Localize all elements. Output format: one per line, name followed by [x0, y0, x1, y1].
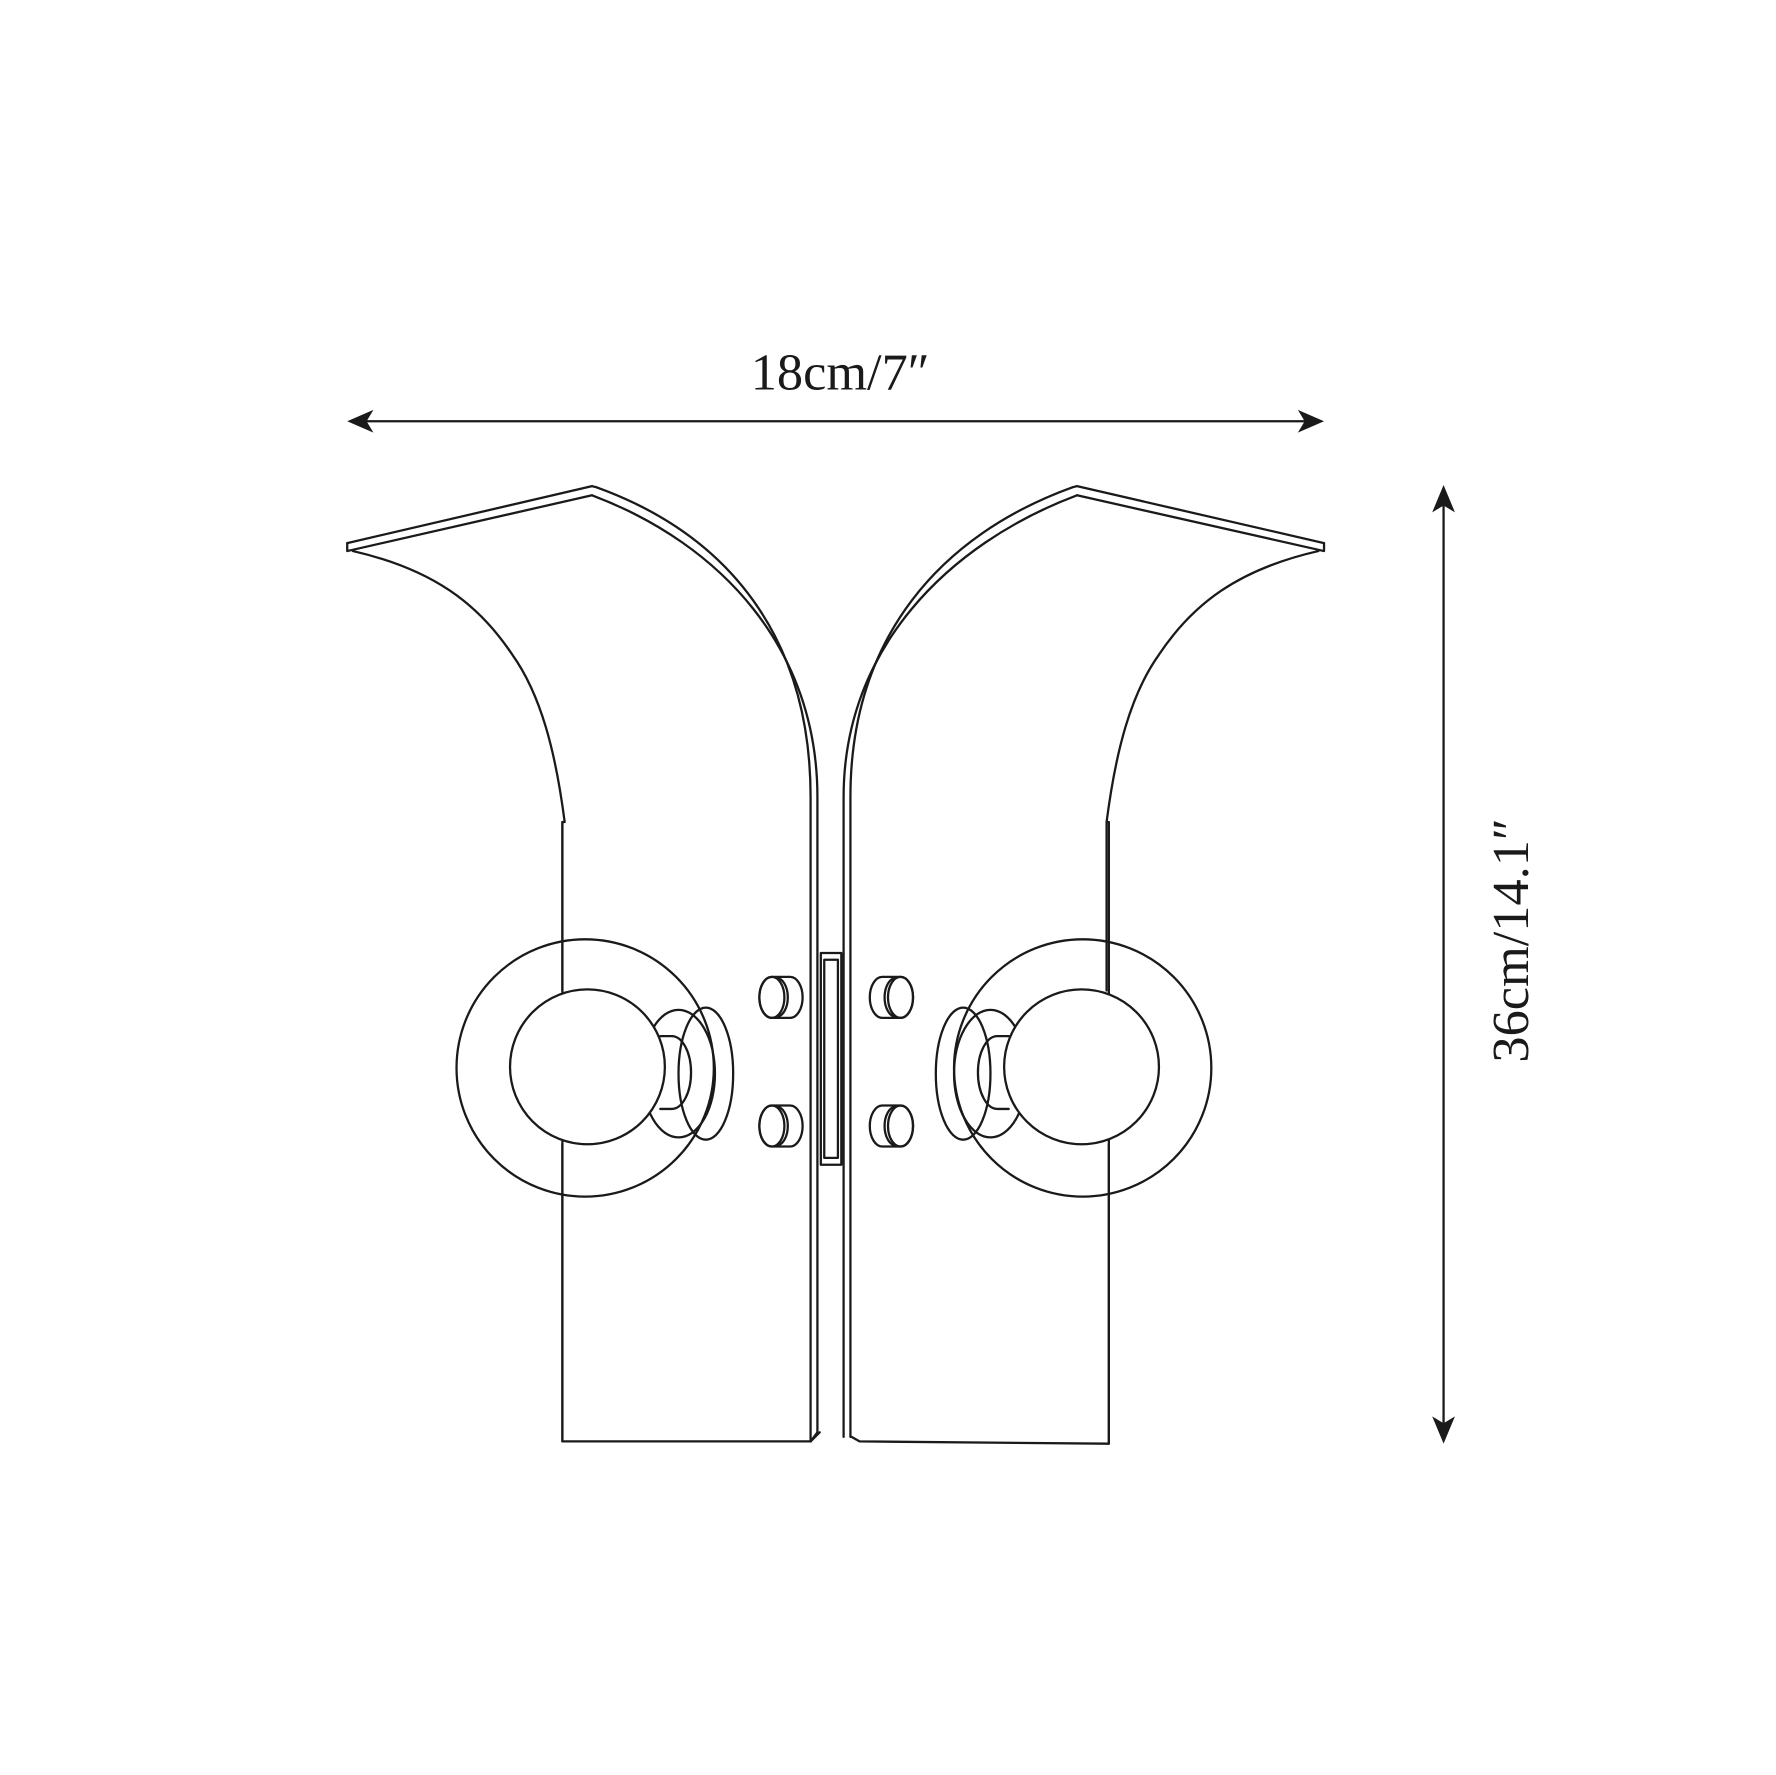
bolt-icon — [758, 1104, 804, 1148]
width-dimension: 18cm/7″ — [347, 343, 1325, 433]
left-bulb-globe — [508, 988, 666, 1146]
mounting-bolts — [758, 975, 915, 1148]
arrow-right-icon — [1297, 409, 1325, 433]
hinge-plate — [819, 951, 843, 1166]
arrow-up-icon — [1432, 485, 1455, 513]
arrow-left-icon — [347, 409, 374, 433]
arrow-down-icon — [1432, 1416, 1455, 1444]
bolt-icon — [868, 975, 915, 1020]
height-dimension: 36cm/14.1″ — [1432, 485, 1540, 1444]
height-label: 36cm/14.1″ — [1482, 818, 1540, 1062]
right-bulb-globe — [1002, 988, 1161, 1146]
left-shade — [346, 485, 821, 1443]
left-globe-bulb — [455, 938, 735, 1198]
right-globe-bulb — [934, 938, 1213, 1198]
bolt-icon — [868, 1104, 915, 1148]
right-shade — [842, 485, 1326, 1445]
bolt-icon — [758, 975, 804, 1020]
width-label: 18cm/7″ — [751, 343, 930, 401]
